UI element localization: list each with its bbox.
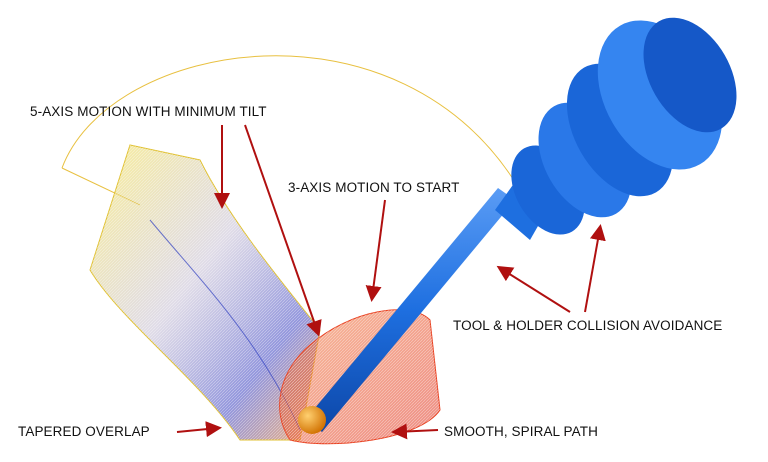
callout-arrows bbox=[176, 124, 606, 440]
label-three-axis: 3-AXIS MOTION TO START bbox=[288, 180, 460, 195]
approach-arc bbox=[61, 55, 521, 191]
label-five-axis: 5-AXIS MOTION WITH MINIMUM TILT bbox=[30, 104, 267, 119]
ball-nose-tip bbox=[298, 406, 326, 434]
tool-and-holder bbox=[298, 17, 737, 434]
label-spiral-path: SMOOTH, SPIRAL PATH bbox=[444, 424, 598, 439]
label-collision-avoidance: TOOL & HOLDER COLLISION AVOIDANCE bbox=[453, 318, 723, 333]
five-axis-toolpath bbox=[89, 144, 321, 441]
label-tapered-overlap: TAPERED OVERLAP bbox=[18, 424, 150, 439]
